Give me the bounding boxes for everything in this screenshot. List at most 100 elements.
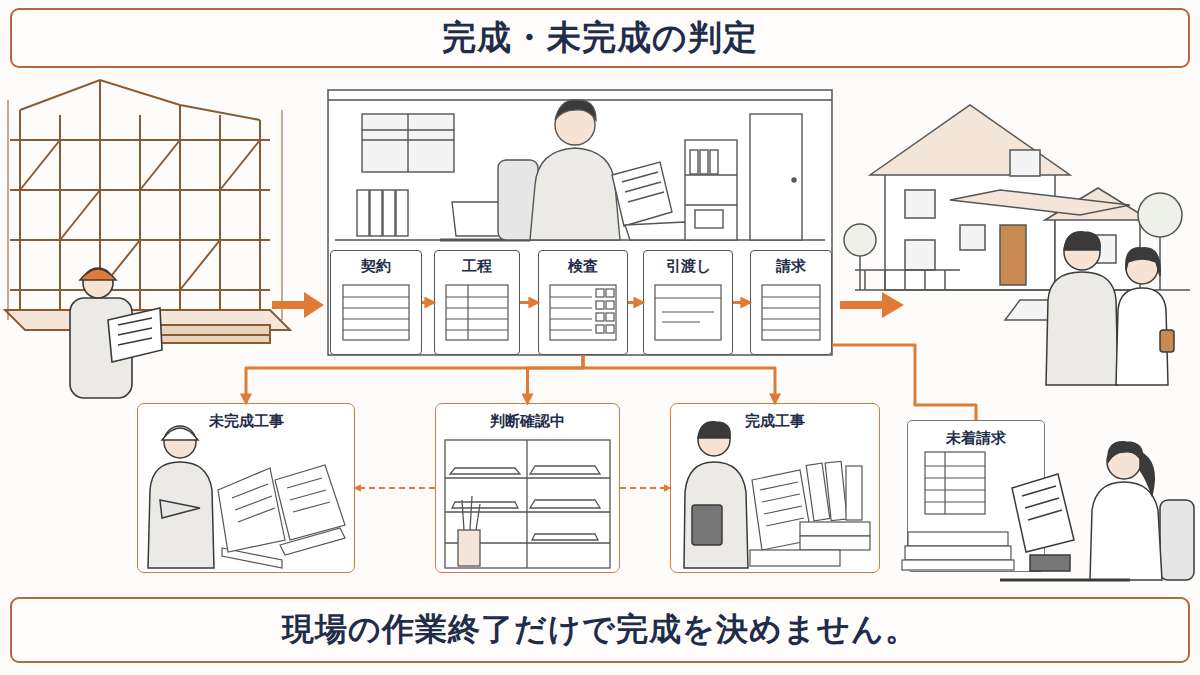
node-label: 未完成工事 [138, 404, 354, 431]
construction-frame [282, 110, 283, 320]
paper-stack [238, 508, 275, 522]
document-icon [596, 313, 604, 321]
document-icon [446, 318, 508, 319]
unfinished-worker [160, 500, 200, 518]
finished-binders [764, 506, 802, 514]
document-icon [550, 307, 592, 308]
document-icon [343, 285, 409, 340]
office-panel [328, 90, 832, 355]
construction-frame [8, 100, 9, 320]
document-icon [550, 285, 616, 340]
finished-staff [698, 422, 730, 438]
unfinished-worker [164, 426, 196, 458]
flow-arrow [882, 292, 904, 318]
document-icon [762, 318, 820, 319]
diagram-caption: 現場の作業終了だけで完成を決めません。 [282, 608, 918, 652]
unbilled-documents [908, 532, 1008, 546]
pending-shelf [445, 440, 610, 568]
office-scene [335, 100, 825, 240]
finished-binders [752, 470, 812, 550]
finished-house [859, 256, 861, 290]
unfinished-worker [148, 426, 214, 568]
finished-house [1138, 193, 1182, 237]
office-scene [685, 140, 737, 240]
finished-house [870, 105, 1070, 175]
document-box: 請求 [750, 250, 832, 355]
site-worker [80, 269, 116, 280]
unfinished-worker [162, 428, 198, 440]
office-scene [612, 162, 672, 226]
document-icon [343, 329, 409, 330]
client-couple [1126, 248, 1160, 276]
unbilled-documents [925, 477, 985, 478]
clerk-woman [1000, 579, 1130, 582]
client-couple [1160, 330, 1174, 352]
office-scene [685, 204, 737, 205]
document-icon [343, 307, 409, 308]
category-box: 判断確認中 [435, 403, 620, 573]
office-scene [625, 222, 690, 240]
pending-shelf [445, 542, 610, 543]
office-scene [383, 190, 395, 236]
clerk-woman [1012, 474, 1074, 552]
finished-binders [762, 494, 800, 502]
document-icon [343, 318, 409, 319]
unbilled-documents [925, 465, 985, 466]
office-scene [357, 190, 369, 236]
site-worker [118, 318, 152, 325]
office-scene [628, 192, 664, 202]
unbilled-documents [902, 560, 1014, 570]
dashed-connector [355, 487, 435, 489]
construction-frame [60, 190, 100, 240]
construction-frame [219, 115, 221, 310]
finished-house [924, 270, 926, 290]
clerk-woman [1025, 498, 1059, 508]
unbilled-documents [902, 452, 1014, 570]
document-box: 契約 [330, 250, 422, 355]
clerk-woman [1030, 555, 1070, 571]
construction-frame [99, 80, 101, 105]
document-box: 工程 [434, 250, 520, 355]
diagram-title-box: 完成・未完成の判定 [10, 8, 1190, 68]
finished-binders [750, 550, 840, 566]
client-couple [1046, 232, 1174, 385]
flow-connector [832, 345, 976, 420]
finished-staff [692, 505, 722, 545]
pending-shelf [530, 500, 600, 508]
flow-connector [520, 301, 538, 304]
finished-house [844, 224, 876, 256]
pending-shelf [445, 440, 610, 568]
node-label: 検査 [539, 251, 627, 276]
finished-binders [800, 522, 870, 536]
category-box: 完成工事 [670, 403, 880, 573]
finished-binders [750, 461, 870, 566]
office-scene [625, 182, 661, 192]
finished-binders [846, 466, 862, 520]
document-icon [446, 329, 508, 330]
clerk-woman [1028, 510, 1062, 520]
finished-house [1000, 225, 1026, 285]
pending-shelf [445, 511, 610, 512]
document-icon [446, 307, 508, 308]
clerk-woman [1108, 442, 1143, 462]
paper-stack [287, 478, 322, 488]
document-icon [762, 296, 820, 297]
paper-stack [290, 490, 326, 500]
flow-connector [422, 301, 434, 304]
node-label: 判断確認中 [436, 404, 619, 431]
finished-house [944, 270, 946, 290]
document-icon [606, 301, 614, 309]
unbilled-documents [925, 489, 985, 490]
document-icon [762, 307, 820, 308]
construction-frame [259, 120, 261, 310]
finished-house [950, 190, 1130, 215]
pending-shelf [458, 530, 480, 566]
pending-shelf [450, 468, 520, 474]
flow-arrow [304, 292, 324, 318]
document-icon [762, 329, 820, 330]
finished-binders [806, 463, 830, 521]
unbilled-documents [925, 501, 985, 502]
office-scene [710, 150, 718, 174]
construction-frame [179, 105, 181, 310]
node-label: 工程 [435, 251, 519, 276]
